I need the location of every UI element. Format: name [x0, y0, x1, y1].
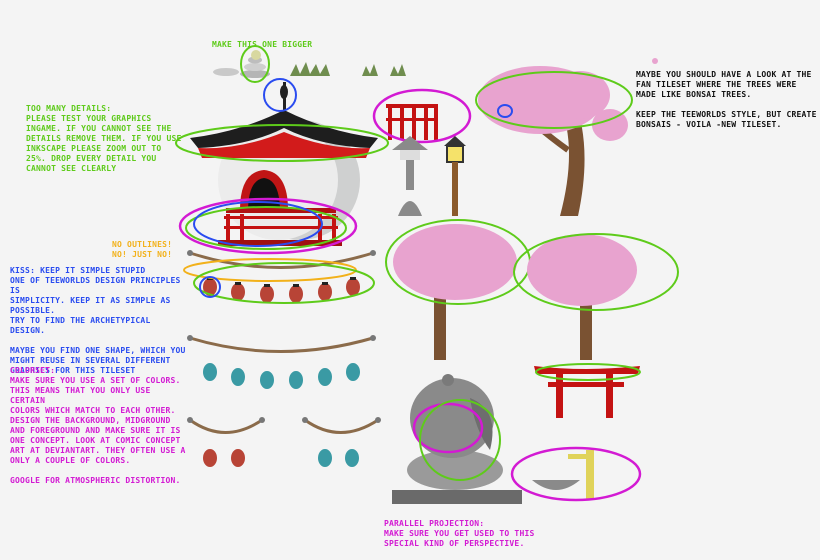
note-parallel-projection: PARALLEL PROJECTION: MAKE SURE YOU GET U… [384, 519, 535, 548]
note-too-many-details: TOO MANY DETAILS: PLEASE TEST YOUR GRAPH… [26, 104, 182, 173]
highlight-roof [175, 124, 389, 162]
grass-tufts [290, 62, 406, 76]
highlight-fountain [510, 446, 642, 502]
highlight-ring-bigger [240, 45, 270, 83]
lantern-rope-red-1 [187, 250, 376, 303]
highlight-lanterns-green [193, 262, 375, 304]
highlight-top-finial [263, 78, 297, 112]
cherry-tree-large [478, 66, 628, 216]
highlight-fence [372, 88, 472, 144]
note-no-outlines: NO OUTLINES! NO! JUST NO! [112, 240, 173, 259]
rock-prop [213, 68, 239, 76]
stone-stack-prop [240, 50, 270, 78]
highlight-railing-green [185, 206, 347, 250]
pagoda-building [190, 82, 378, 246]
highlight-lantern-blue [199, 276, 221, 298]
lantern-rope-teal [187, 335, 376, 389]
cherry-tree-right [527, 234, 637, 360]
lantern-rope-small-red [187, 417, 265, 467]
lantern-rope-small-teal [302, 417, 381, 467]
note-colorset: COLORSET: MAKE SURE YOU USE A SET OF COL… [10, 366, 186, 485]
bamboo-fountain [532, 450, 594, 500]
highlight-tree-large [475, 71, 633, 129]
highlight-statue-face [412, 402, 484, 454]
cherry-tree-left [393, 224, 517, 360]
pink-dot [652, 58, 658, 64]
note-fan-tileset: MAYBE YOU SHOULD HAVE A LOOK AT THE FAN … [636, 70, 817, 129]
wooden-lamp-post [444, 136, 466, 216]
highlight-blossom-blue [497, 104, 513, 118]
highlight-railing-magenta [178, 197, 358, 255]
stone-statue [392, 374, 522, 504]
note-make-bigger: MAKE THIS ONE BIGGER [212, 40, 313, 49]
stone-lantern [392, 136, 428, 216]
red-fence-gate [386, 104, 438, 140]
torii-gate [534, 366, 640, 418]
highlight-tree-right [513, 233, 679, 311]
note-kiss: KISS: KEEP IT SIMPLE STUPID ONE OF TEEWO… [10, 266, 186, 375]
highlight-railing-blue [193, 201, 323, 247]
highlight-torii [535, 363, 641, 381]
highlight-statue-body [419, 399, 501, 481]
